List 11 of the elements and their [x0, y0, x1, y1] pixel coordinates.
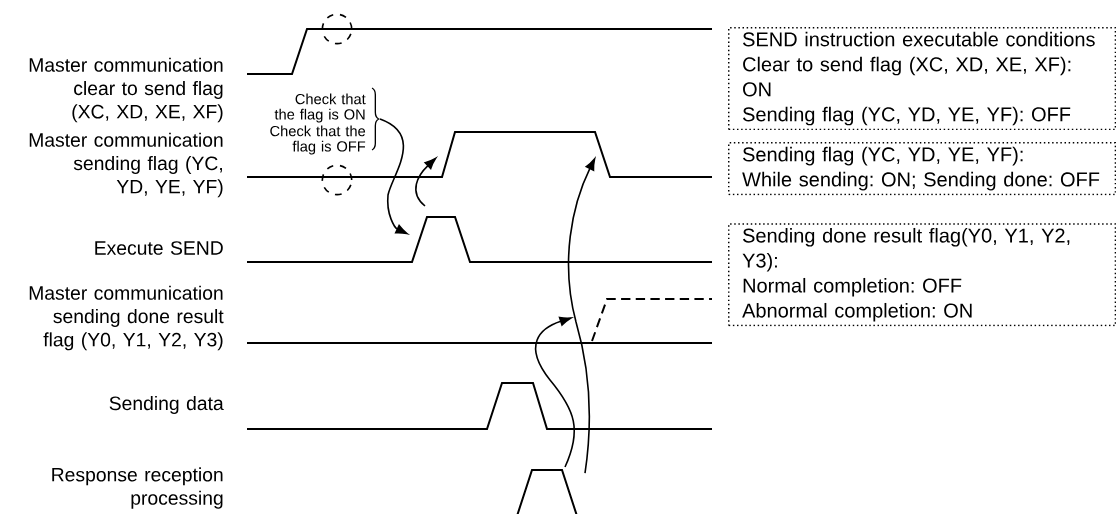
- note-box: SEND instruction executable conditions Clear to send flag (XC, XD, XE, XF): ON Sending flag (YC, YD, YE, YF): OFF: [728, 27, 1116, 131]
- check-note: Check that the flag is OFF: [270, 125, 366, 155]
- signal-label: Master communication clear to send flag (XC, XD, XE, XF): [29, 57, 223, 123]
- signal-label: Master communication sending done result flag (Y0, Y1, Y2, Y3): [29, 285, 224, 351]
- note-box: Sending done result flag(Y0, Y1, Y2, Y3): Normal completion: OFF Abnormal completion: ON: [728, 223, 1116, 327]
- signal-label: Sending data: [109, 396, 224, 414]
- check-note: Check that the flag is ON: [274, 93, 366, 123]
- signal-label: Master communication sending flag (YC, YD, YE, YF): [29, 132, 223, 198]
- signal-label: Execute SEND: [95, 241, 223, 255]
- note-box: Sending flag (YC, YD, YE, YF): While sending: ON; Sending done: OFF: [728, 142, 1116, 196]
- signal-label: Response reception processing: [52, 467, 223, 509]
